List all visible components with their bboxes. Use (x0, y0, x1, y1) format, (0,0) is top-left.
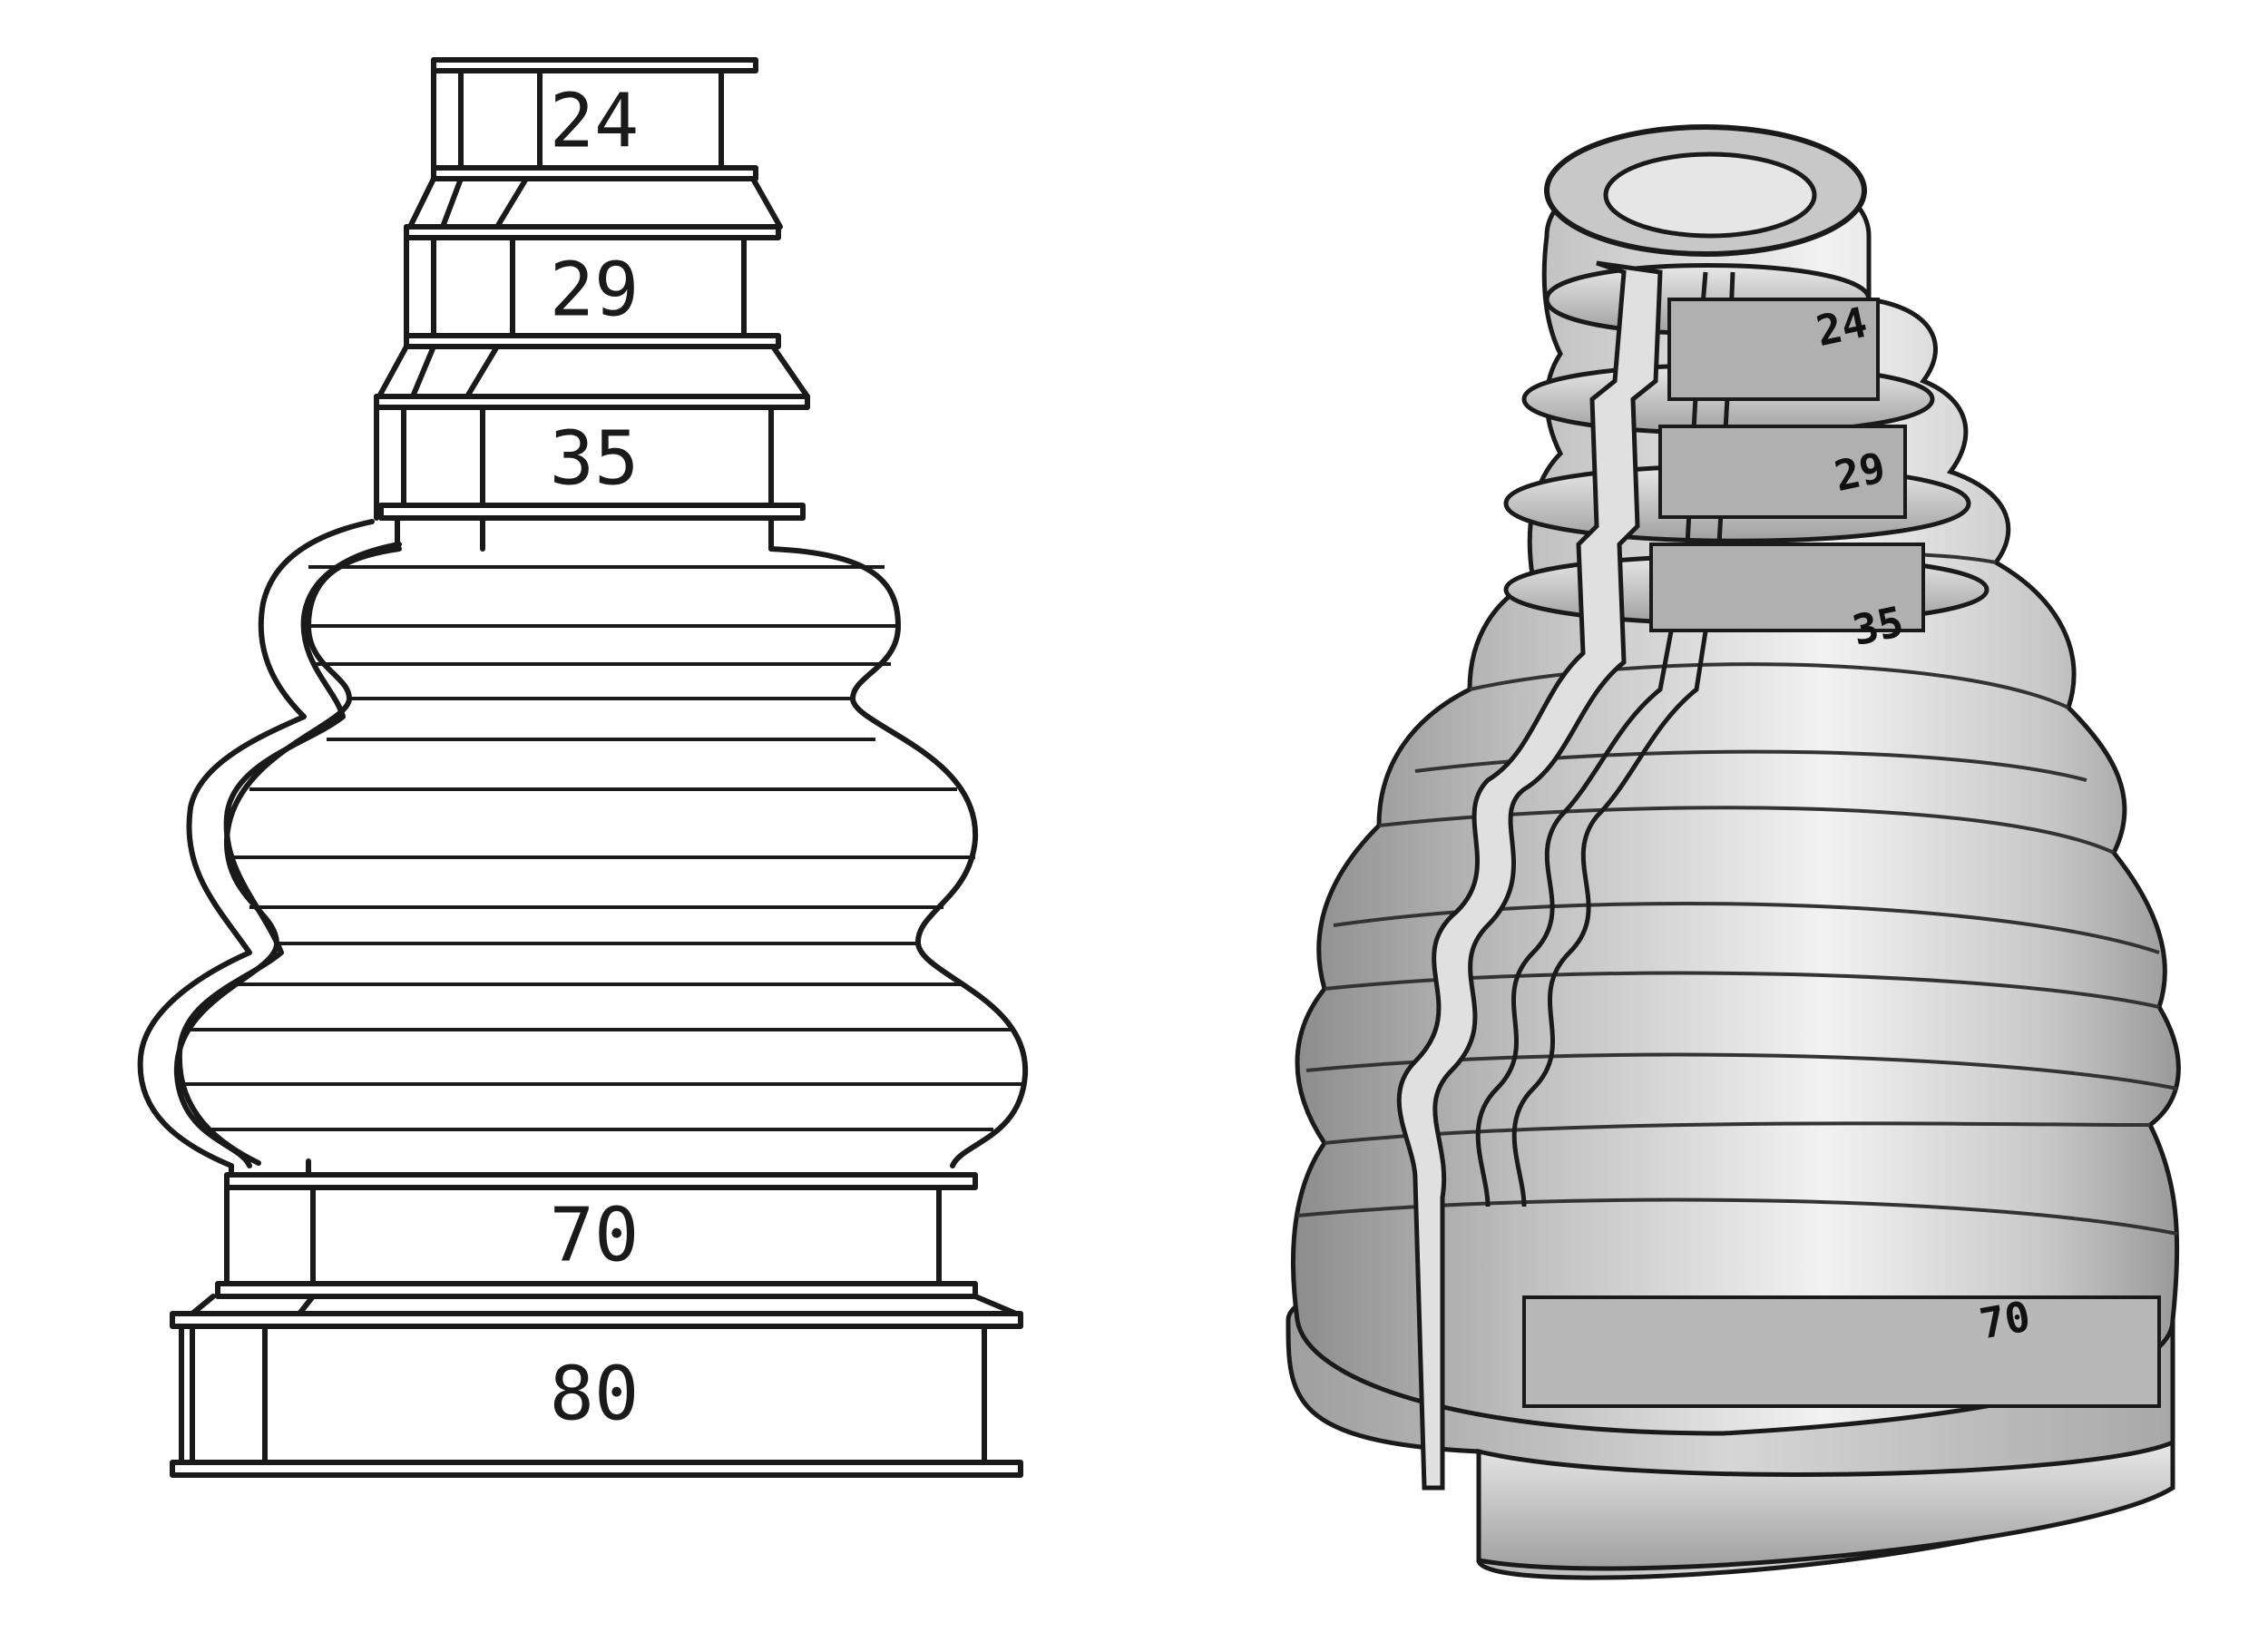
bellows-left-outer (137, 519, 375, 1168)
section-80: 80 (170, 1311, 1023, 1478)
taper-29-35 (376, 344, 810, 399)
label-80: 80 (550, 1352, 640, 1438)
label-24: 24 (550, 79, 640, 165)
label-3d-35: 35 (1848, 597, 1907, 655)
taper-24-29 (407, 176, 783, 230)
label-29: 29 (550, 248, 640, 334)
boot-3d-view: 24 29 35 70 (1286, 124, 2181, 1580)
top-opening-inner (1603, 152, 1817, 239)
section-35: 35 (374, 394, 810, 521)
boot-side-view: 24 29 35 (137, 57, 1029, 1478)
taper-70-80 (190, 1294, 1019, 1316)
bellows-left-inner (176, 542, 402, 1166)
label-35: 35 (550, 416, 640, 503)
ring-80-front (1476, 1439, 2175, 1571)
label-3d-70: 70 (1976, 1292, 2034, 1349)
section-24: 24 (431, 57, 758, 181)
section-70: 70 (215, 1158, 978, 1299)
section-29: 29 (404, 224, 781, 349)
label-70: 70 (550, 1193, 640, 1279)
label-3d-29: 29 (1830, 443, 1889, 501)
cutaway-slit (1396, 260, 2161, 1491)
bellows-body (137, 515, 1029, 1168)
label-3d-24: 24 (1812, 298, 1871, 356)
